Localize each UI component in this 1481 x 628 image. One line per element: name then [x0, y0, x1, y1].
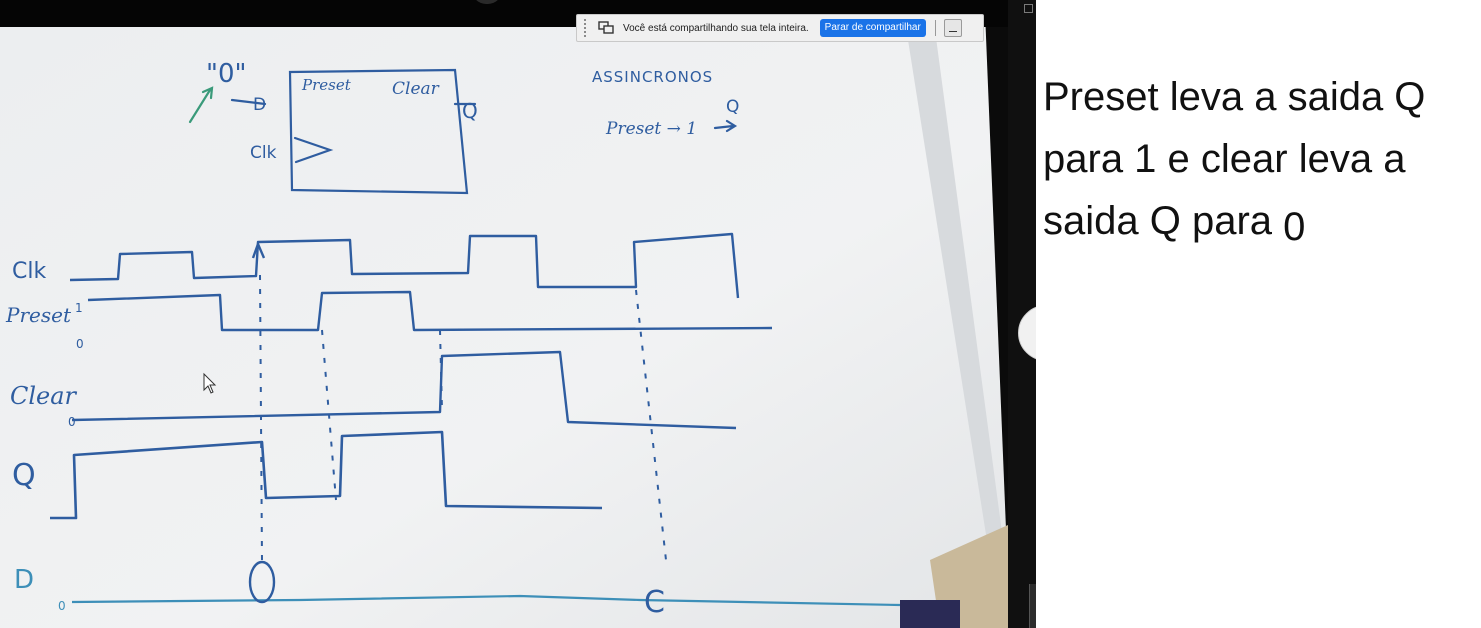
- async-rule: Preset → 1: [605, 119, 697, 139]
- note-value-zero: 0: [1283, 205, 1306, 249]
- note-line-3-text: saida Q para: [1043, 199, 1284, 243]
- video-feed: "0" D Preset Clear Q Clk ASSINCRONOS Q P…: [0, 0, 1036, 628]
- async-arrow: [713, 119, 738, 133]
- restore-icon[interactable]: [1024, 4, 1033, 13]
- scrollbar[interactable]: [1029, 584, 1036, 628]
- async-title: ASSINCRONOS: [592, 68, 713, 86]
- desk-item: [900, 600, 960, 628]
- note-line-3: saida Q para 0: [1043, 190, 1479, 258]
- q-pin-label: Q: [462, 99, 478, 123]
- hide-bar-button[interactable]: [943, 19, 962, 37]
- drag-handle-icon[interactable]: [580, 15, 590, 41]
- clk-pin-label: Clk: [250, 143, 277, 163]
- preset-wave-label: Preset: [5, 303, 72, 327]
- preset-one-mark: 1: [75, 301, 83, 315]
- async-q: Q: [726, 97, 739, 117]
- preset-zero-mark: 0: [76, 337, 84, 351]
- d-input-line: [230, 98, 267, 106]
- notes-panel: Preset leva a saida Q para 1 e clear lev…: [1036, 0, 1481, 628]
- d-value-c: C: [644, 585, 665, 620]
- clear-wave-label: Clear: [10, 382, 78, 410]
- clear-pin-label: Clear: [392, 79, 440, 99]
- clk-waveform: [69, 232, 740, 299]
- preset-waveform: [87, 290, 773, 332]
- d-input-label: D: [253, 95, 266, 115]
- d-wave-label: D: [14, 565, 34, 595]
- note-text: Preset leva a saida Q para 1 e clear lev…: [1043, 66, 1479, 258]
- clk-edge-arrow: [251, 240, 266, 259]
- share-message: Você está compartilhando sua tela inteir…: [623, 22, 809, 34]
- d-zero-mark: 0: [58, 599, 66, 613]
- flipflop-box: [288, 68, 469, 195]
- clock-triangle: [293, 136, 334, 164]
- d-value-circle: [248, 560, 276, 604]
- q-wave-label: Q: [12, 458, 36, 493]
- board-frame: [908, 30, 1003, 560]
- mouse-cursor-icon: [203, 372, 217, 394]
- screen-share-bar: Você está compartilhando sua tela inteir…: [576, 14, 984, 42]
- whiteboard: "0" D Preset Clear Q Clk ASSINCRONOS Q P…: [0, 12, 1010, 628]
- preset-pin-label: Preset: [301, 76, 352, 94]
- dotted-guides: [259, 274, 667, 563]
- top-mark: "0": [206, 59, 246, 89]
- divider: [934, 20, 936, 36]
- clk-wave-label: Clk: [12, 259, 46, 284]
- board-surface: [0, 12, 1010, 628]
- arrow-mark: [188, 88, 212, 124]
- clear-waveform: [71, 350, 737, 430]
- note-line-2: para 1 e clear leva a: [1043, 137, 1406, 181]
- arrow-head: [201, 86, 214, 100]
- stop-sharing-button[interactable]: Parar de compartilhar: [819, 19, 926, 37]
- screen-share-icon: [598, 21, 614, 35]
- clear-zero-mark: 0: [68, 415, 76, 429]
- d-waveform: [71, 594, 901, 607]
- q-waveform: [50, 430, 603, 520]
- note-line-1: Preset leva a saida Q: [1043, 75, 1426, 119]
